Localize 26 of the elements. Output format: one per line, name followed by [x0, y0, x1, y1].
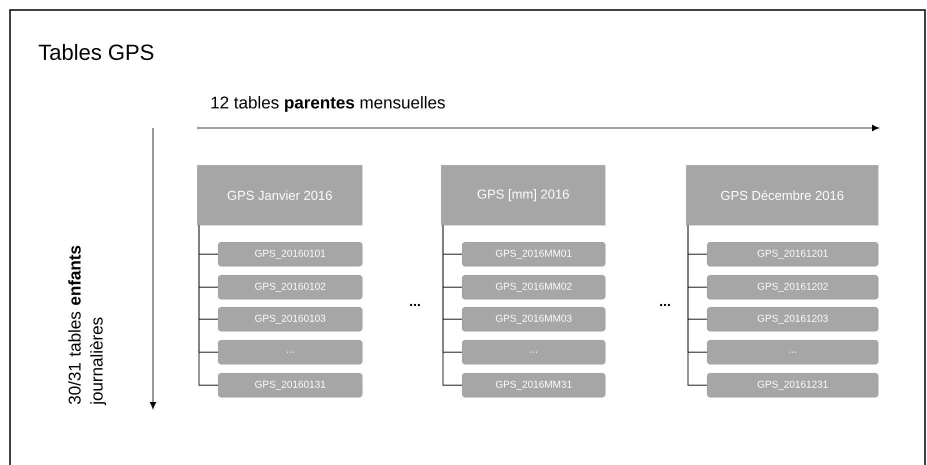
child-table-box: GPS_2016MM02: [462, 275, 606, 300]
child-table-box: GPS_2016MM01: [462, 242, 606, 266]
tree-connector: [198, 225, 218, 386]
child-table-box: GPS_20161203: [707, 307, 878, 332]
tree-connector: [442, 225, 462, 386]
child-table-box: GPS_20160101: [218, 242, 362, 266]
child-table-box: ...: [707, 340, 878, 364]
child-table-box: GPS_20160102: [218, 275, 362, 300]
tree-connector: [688, 225, 708, 386]
child-table-box: GPS_20161201: [707, 242, 878, 266]
child-table-box: ...: [218, 340, 362, 364]
ellipsis: ...: [410, 304, 420, 306]
parent-table-box: GPS [mm] 2016: [441, 165, 606, 226]
title: Tables GPS: [38, 44, 154, 60]
child-table-box: GPS_2016MM31: [462, 373, 606, 398]
child-table-box: GPS_20161202: [707, 275, 878, 300]
child-table-box: ...: [462, 340, 606, 364]
parent-table-box: GPS Décembre 2016: [686, 165, 878, 226]
axis-label: 30/31 tables enfants journalières: [68, 246, 106, 406]
child-table-box: GPS_20161231: [707, 373, 878, 398]
parent-table-box: GPS Janvier 2016: [197, 165, 362, 226]
axis-label: 12 tables parentes mensuelles: [212, 96, 445, 112]
ellipsis: ...: [660, 304, 670, 306]
child-table-box: GPS_20160103: [218, 307, 362, 332]
child-table-box: GPS_20160131: [218, 373, 362, 398]
child-table-box: GPS_2016MM03: [462, 307, 606, 332]
